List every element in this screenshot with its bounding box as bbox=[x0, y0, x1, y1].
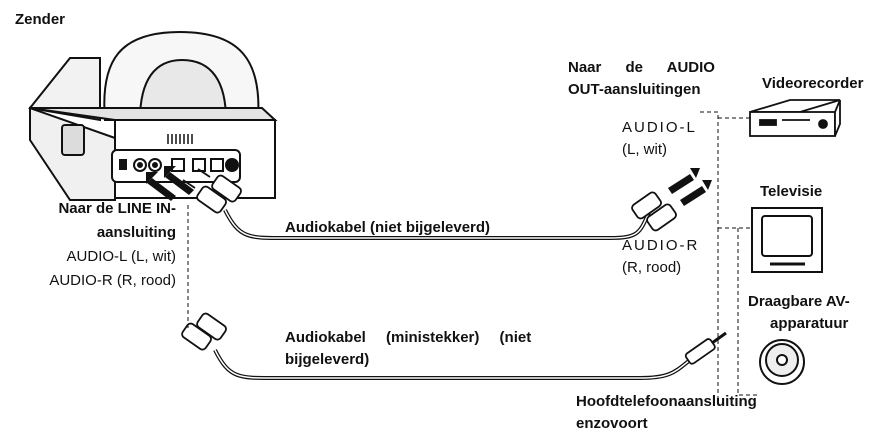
tv-device bbox=[751, 207, 823, 273]
transmitter-device bbox=[28, 30, 278, 201]
rca-plugs-mini-cable bbox=[181, 312, 227, 351]
portable-av-device bbox=[759, 339, 805, 385]
vcr-label: Videorecorder bbox=[762, 75, 864, 92]
mini-cable-label-1: Audiokabel (ministekker) (niet bbox=[285, 329, 532, 346]
vcr-device bbox=[749, 99, 841, 137]
insert-arrows-line-in bbox=[146, 166, 194, 201]
mini-cable-label-2: bijgeleverd) bbox=[285, 351, 370, 368]
line-in-title-1: Naar de LINE IN- bbox=[58, 200, 176, 217]
rca-plugs-audio-out bbox=[631, 191, 677, 232]
dashed-connectors bbox=[187, 111, 760, 400]
audio-out-title-2: OUT-aansluitingen bbox=[568, 81, 701, 98]
headphone-label-2: enzovoort bbox=[576, 415, 648, 432]
headphone-label-1: Hoofdtelefoonaansluiting bbox=[576, 393, 757, 410]
audio-out-title-1: Naar de AUDIO bbox=[568, 59, 715, 76]
audio-cable-label: Audiokabel (niet bijgeleverd) bbox=[285, 219, 491, 236]
audio-out-l-sub: (L, wit) bbox=[622, 141, 667, 158]
line-in-title-2: aansluiting bbox=[96, 224, 176, 241]
audio-out-r-label: AUDIO-R bbox=[622, 237, 700, 254]
line-in-audio-l: AUDIO-L (L, wit) bbox=[66, 248, 176, 265]
line-in-audio-r: AUDIO-R (R, rood) bbox=[49, 272, 176, 289]
transmitter-label: Zender bbox=[15, 11, 66, 28]
insert-arrows-audio-out bbox=[668, 168, 712, 206]
audio-out-l-label: AUDIO-L bbox=[622, 119, 697, 136]
tv-label: Televisie bbox=[760, 183, 823, 200]
portable-label-1: Draagbare AV- bbox=[748, 293, 850, 310]
mini-plug bbox=[684, 331, 727, 365]
rca-plugs-transmitter bbox=[182, 168, 242, 214]
portable-label-2: apparatuur bbox=[770, 315, 849, 332]
audio-out-r-sub: (R, rood) bbox=[622, 259, 682, 276]
